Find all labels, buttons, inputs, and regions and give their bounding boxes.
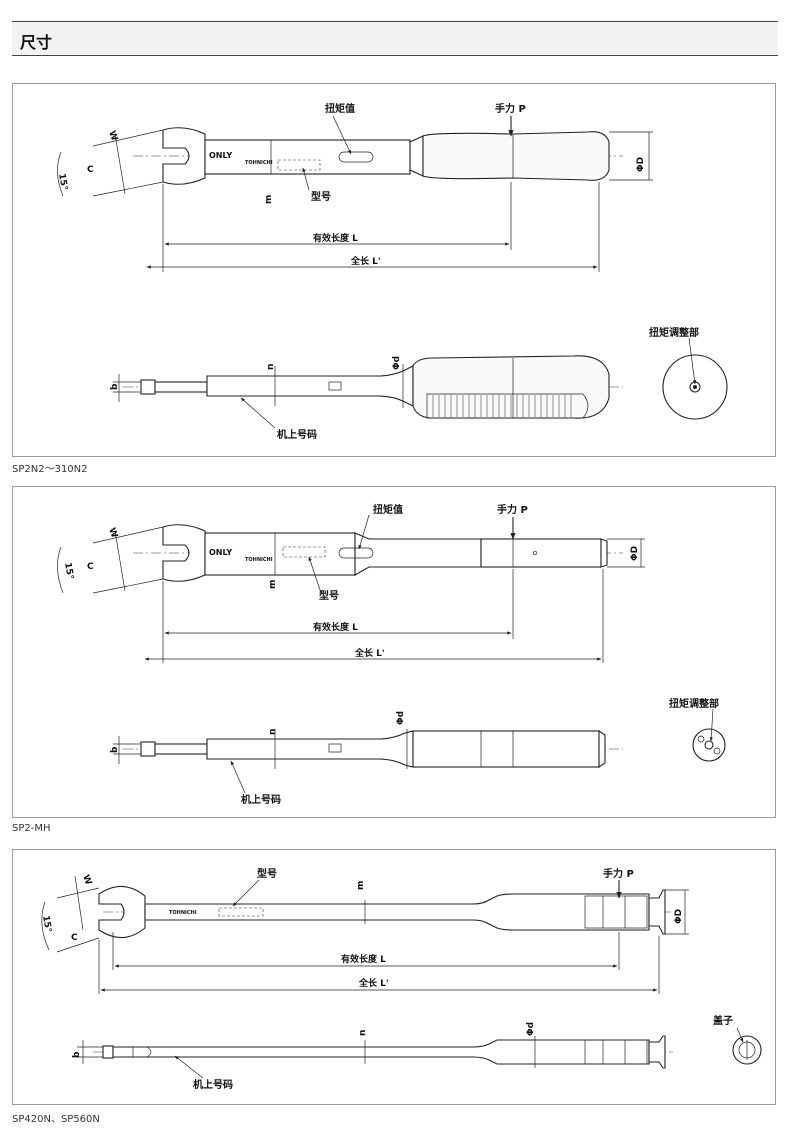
model-label-3: 型号 bbox=[257, 867, 277, 880]
b-label-2: b bbox=[110, 746, 120, 753]
only-logo-2: ONLY bbox=[209, 548, 232, 557]
torque-value-label: 扭矩值 bbox=[325, 102, 355, 115]
wrench-drawing-3: TOHNICHI 型号 手力 P m ΦD W C 15° 有效长度 L 全长 … bbox=[40, 867, 762, 1091]
adjust-label: 扭矩调整部 bbox=[649, 326, 699, 339]
caption-panel-2: SP2-MH bbox=[12, 823, 51, 834]
phi-d-label: Φd bbox=[392, 356, 402, 370]
angle-label-3: 15° bbox=[40, 915, 53, 934]
caption-panel-3: SP420N、SP560N bbox=[12, 1114, 100, 1125]
only-logo: ONLY bbox=[209, 151, 232, 160]
phi-D-label-2: ΦD bbox=[630, 546, 640, 561]
tohnichi-logo-3: TOHNICHI bbox=[169, 910, 197, 916]
hand-force-label: 手力 P bbox=[495, 102, 526, 115]
phi-D-label: ΦD bbox=[636, 157, 646, 172]
m-label-2: m bbox=[268, 580, 278, 589]
model-label-2: 型号 bbox=[319, 589, 339, 602]
drawing-panel-1: ONLY TOHNICHI 扭矩值 型号 手力 P m ΦD W C 15° 有… bbox=[12, 83, 776, 457]
w-label-3: W bbox=[80, 874, 93, 887]
wrench-drawing-1: ONLY TOHNICHI 扭矩值 型号 手力 P m ΦD W C 15° 有… bbox=[56, 102, 728, 441]
m-label-3: m bbox=[356, 881, 366, 890]
total-length-label: 全长 L' bbox=[350, 255, 381, 267]
b-label: b bbox=[110, 383, 120, 390]
phi-D-label-3: ΦD bbox=[674, 909, 684, 924]
tohnichi-logo-2: TOHNICHI bbox=[245, 557, 273, 563]
drawing-panel-2: ONLY TOHNICHI 扭矩值 型号 手力 P m ΦD W C 15° 有… bbox=[12, 486, 776, 818]
section-title: 尺寸 bbox=[20, 33, 53, 52]
hand-force-label-2: 手力 P bbox=[497, 503, 528, 516]
phi-d-label-3: Φd bbox=[526, 1022, 536, 1036]
hand-force-label-3: 手力 P bbox=[603, 867, 634, 880]
effective-length-label: 有效长度 L bbox=[313, 232, 358, 244]
w-label: W bbox=[106, 130, 119, 143]
cap-label: 盖子 bbox=[713, 1014, 733, 1027]
serial-label-3: 机上号码 bbox=[193, 1078, 233, 1091]
phi-d-label-2: Φd bbox=[396, 711, 406, 725]
c-label-3: C bbox=[71, 933, 78, 943]
model-label: 型号 bbox=[311, 190, 331, 203]
serial-label-2: 机上号码 bbox=[241, 793, 281, 806]
total-length-label-2: 全长 L' bbox=[354, 647, 385, 659]
section-header: 尺寸 bbox=[12, 21, 778, 56]
torque-value-label-2: 扭矩值 bbox=[373, 503, 403, 516]
effective-length-label-3: 有效长度 L bbox=[341, 953, 386, 965]
serial-label: 机上号码 bbox=[277, 428, 317, 441]
n-label-3: n bbox=[358, 1030, 368, 1036]
angle-label-2: 15° bbox=[62, 562, 75, 581]
adjust-label-2: 扭矩调整部 bbox=[669, 697, 719, 710]
tohnichi-logo: TOHNICHI bbox=[245, 160, 273, 166]
wrench-drawing-2: ONLY TOHNICHI 扭矩值 型号 手力 P m ΦD W C 15° 有… bbox=[57, 503, 726, 806]
drawing-panel-3: TOHNICHI 型号 手力 P m ΦD W C 15° 有效长度 L 全长 … bbox=[12, 849, 776, 1105]
angle-label: 15° bbox=[56, 173, 69, 192]
n-label-2: n bbox=[268, 729, 278, 735]
b-label-3: b bbox=[72, 1051, 82, 1058]
caption-panel-1: SP2N2～310N2 bbox=[12, 464, 88, 475]
n-label: n bbox=[266, 364, 276, 370]
m-label: m bbox=[264, 195, 274, 204]
w-label-2: W bbox=[106, 527, 119, 540]
c-label: C bbox=[87, 165, 94, 175]
c-label-2: C bbox=[87, 562, 94, 572]
total-length-label-3: 全长 L' bbox=[358, 977, 389, 989]
effective-length-label-2: 有效长度 L bbox=[313, 621, 358, 633]
